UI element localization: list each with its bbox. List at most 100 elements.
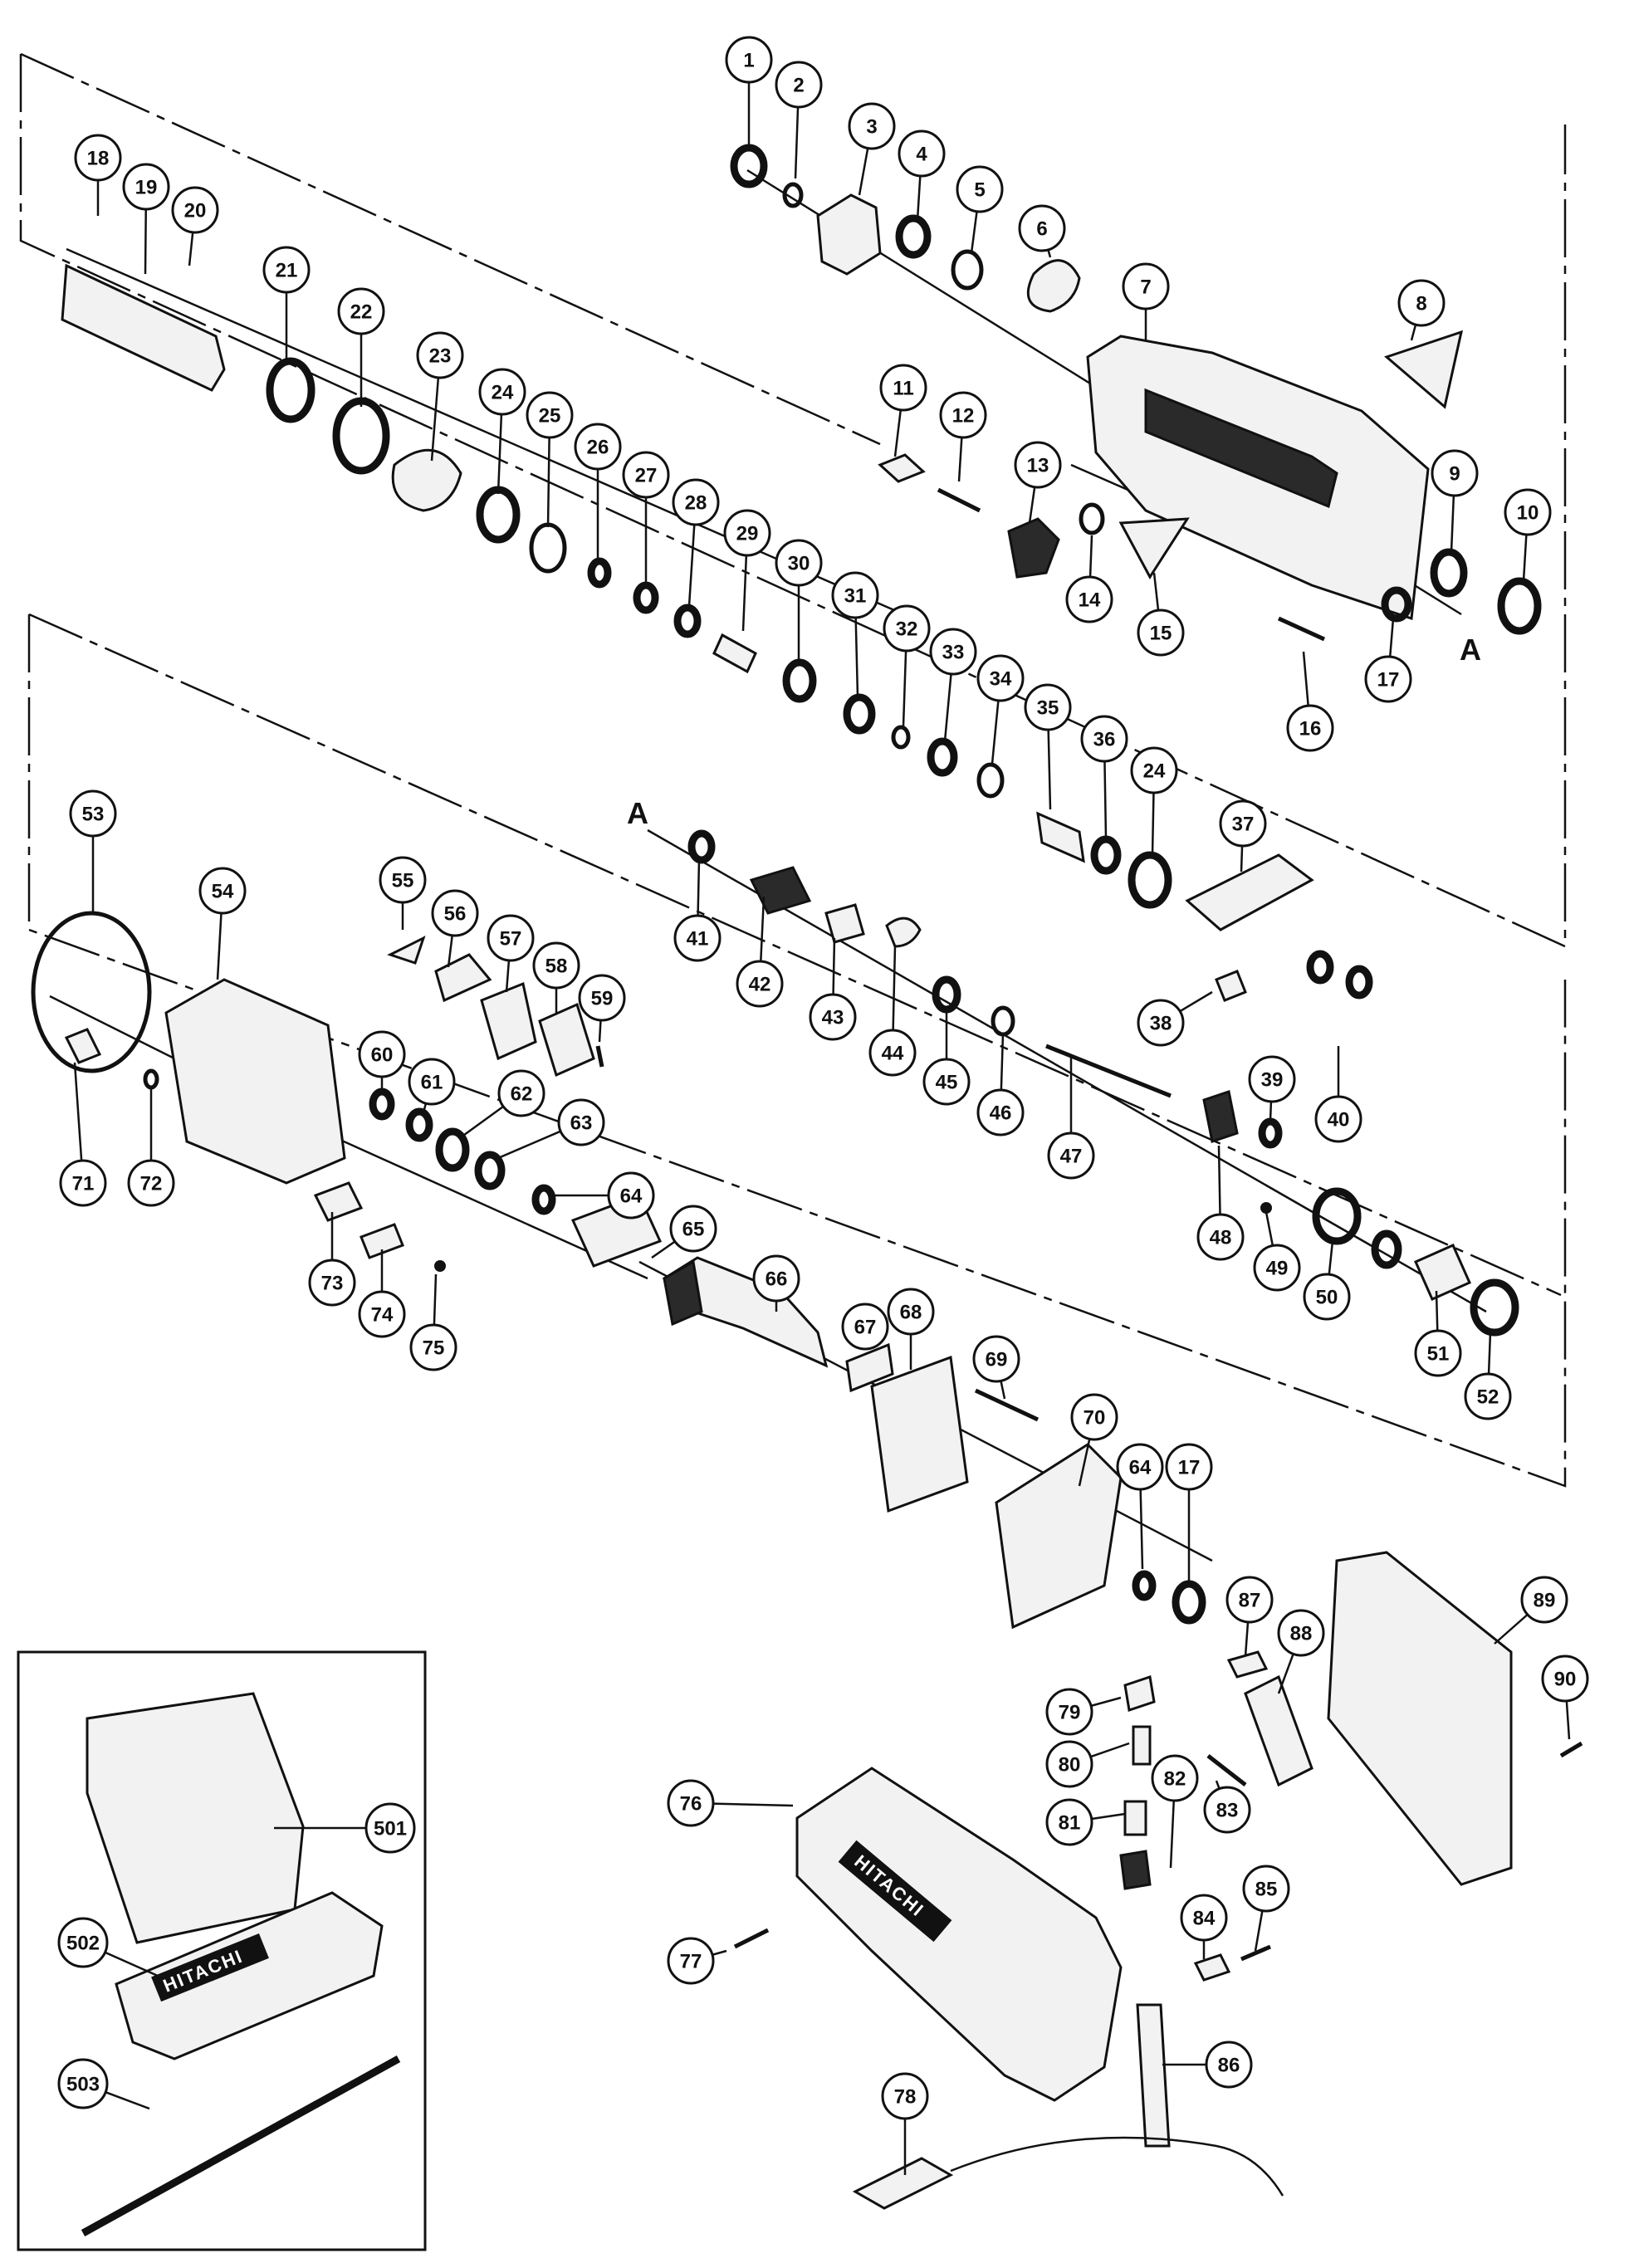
callout-circle — [408, 1058, 456, 1106]
part-74 — [360, 1223, 404, 1259]
callout-circle — [1151, 1754, 1199, 1802]
callout-number: 25 — [539, 405, 561, 428]
part-callout-44: 44 — [868, 1029, 917, 1077]
part-callout-79: 79 — [1045, 1688, 1093, 1736]
part-callout-76: 76 — [667, 1779, 715, 1827]
leader-line-79 — [1090, 1696, 1122, 1708]
accessory-box — [17, 1650, 427, 2251]
callout-number: 85 — [1255, 1879, 1278, 1901]
callout-number: 17 — [1377, 669, 1400, 692]
callout-number: 59 — [591, 988, 614, 1010]
plate-8 — [1384, 330, 1464, 409]
part-callout-45: 45 — [922, 1058, 971, 1106]
callout-number: 43 — [822, 1007, 844, 1029]
part-71 — [64, 1028, 102, 1064]
ring-36 — [1090, 835, 1122, 875]
depth-gauge-503 — [81, 2055, 401, 2236]
callout-number: 38 — [1150, 1013, 1172, 1035]
leader-line-44 — [892, 946, 897, 1031]
part-callout-17: 17 — [1364, 655, 1412, 703]
part-13 — [1007, 517, 1060, 579]
ring-40b — [1345, 965, 1373, 1000]
callout-number: 45 — [936, 1072, 958, 1094]
part-callout-77: 77 — [667, 1937, 715, 1985]
callout-circle — [487, 914, 535, 962]
callout-number: 33 — [942, 642, 965, 664]
callout-number: 83 — [1216, 1800, 1239, 1822]
callout-circle — [1225, 1576, 1274, 1624]
ring-64b — [1132, 1570, 1157, 1601]
grip-sleeve-3 — [816, 193, 882, 276]
part-callout-23: 23 — [416, 331, 464, 379]
callout-number: 58 — [545, 956, 568, 978]
leader-line-81 — [1091, 1812, 1126, 1821]
ring-27 — [633, 581, 659, 614]
callout-number: 69 — [986, 1349, 1008, 1371]
part-callout-12: 12 — [939, 391, 987, 439]
callout-circle — [171, 186, 219, 234]
housing-76 — [795, 1767, 1123, 2102]
callout-circle — [1541, 1655, 1589, 1703]
callout-number: 17 — [1178, 1457, 1201, 1479]
callout-circle — [1065, 575, 1113, 623]
callout-number: 77 — [680, 1951, 702, 1973]
bearing-9 — [1430, 548, 1468, 598]
part-callout-74: 74 — [358, 1290, 406, 1338]
leader-line-37 — [1240, 845, 1244, 872]
leader-line-87 — [1244, 1621, 1250, 1657]
callout-circle — [59, 1159, 107, 1207]
part-73 — [313, 1181, 364, 1222]
part-callout-38: 38 — [1137, 999, 1185, 1047]
callout-circle — [1314, 1095, 1362, 1143]
part-callout-53: 53 — [69, 789, 117, 838]
callout-circle — [74, 134, 122, 182]
part-callout-8: 8 — [1397, 279, 1446, 327]
callout-number: 52 — [1477, 1386, 1499, 1409]
callout-circle — [775, 539, 823, 587]
callout-circle — [526, 391, 574, 439]
callout-circle — [1397, 279, 1446, 327]
callout-number: 54 — [212, 881, 234, 903]
part-callout-33: 33 — [929, 628, 977, 676]
plate-57 — [480, 981, 537, 1061]
callout-number: 78 — [894, 2086, 917, 2109]
callout-circle — [883, 604, 931, 653]
callout-circle — [308, 1259, 356, 1307]
callout-circle — [1165, 1443, 1213, 1491]
ring-46 — [991, 1005, 1015, 1037]
leader-line-28 — [687, 524, 696, 607]
part-callout-52: 52 — [1464, 1372, 1512, 1420]
part-callout-49: 49 — [1253, 1244, 1301, 1292]
part-callout-1: 1 — [725, 36, 773, 84]
part-callout-9: 9 — [1431, 449, 1479, 497]
callout-circle — [557, 1098, 605, 1146]
callout-number: 51 — [1427, 1343, 1450, 1366]
callout-number: 24 — [492, 382, 514, 404]
o-ring-53 — [31, 911, 152, 1073]
leader-line-59 — [598, 1019, 602, 1043]
callout-number: 55 — [392, 870, 414, 892]
part-callout-75: 75 — [409, 1323, 457, 1371]
part-callout-19: 19 — [122, 163, 170, 211]
part-callout-89: 89 — [1520, 1576, 1568, 1624]
part-callout-16: 16 — [1286, 704, 1334, 752]
leader-line-8 — [1410, 324, 1417, 341]
callout-number: 22 — [350, 301, 373, 324]
callout-number: 66 — [766, 1268, 788, 1291]
callout-circle — [1431, 449, 1479, 497]
callout-number: 79 — [1059, 1702, 1081, 1724]
callout-circle — [868, 1029, 917, 1077]
callout-number: 34 — [990, 668, 1012, 691]
callout-circle — [1045, 1688, 1093, 1736]
callout-circle — [1364, 655, 1412, 703]
bracket-68 — [870, 1355, 969, 1513]
callout-number: 50 — [1316, 1287, 1338, 1309]
screw-49 — [1260, 1202, 1272, 1214]
gear-35 — [1036, 811, 1085, 863]
callout-number: 72 — [140, 1173, 163, 1195]
part-callout-24: 24 — [478, 368, 526, 416]
leader-line-5 — [970, 211, 978, 254]
wire-83 — [1206, 1754, 1247, 1787]
callout-number: 41 — [687, 928, 709, 951]
callout-number: 68 — [900, 1302, 922, 1324]
